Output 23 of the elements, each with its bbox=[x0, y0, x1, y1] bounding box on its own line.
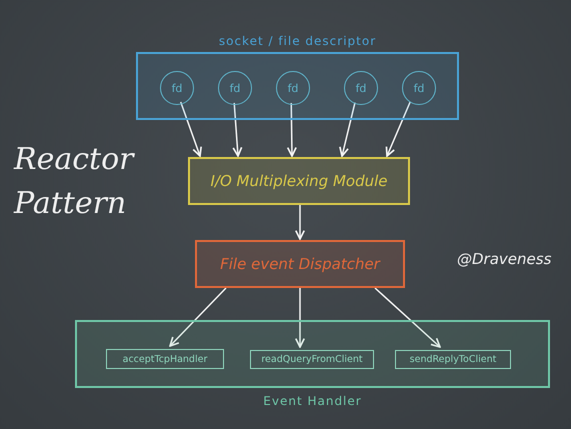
author-signature: @Draveness bbox=[457, 250, 552, 268]
arrow bbox=[232, 102, 242, 157]
handler-box: readQueryFromClient bbox=[250, 350, 374, 369]
arrow bbox=[294, 288, 306, 348]
arrow bbox=[374, 287, 441, 348]
fd-circle: fd bbox=[402, 71, 436, 105]
fd-circle: fd bbox=[160, 71, 194, 105]
arrow bbox=[286, 102, 297, 157]
group-title: Event Handler bbox=[262, 394, 363, 408]
handler-box: acceptTcpHandler bbox=[106, 349, 224, 369]
fd-circle: fd bbox=[344, 71, 378, 105]
handler-box: sendReplyToClient bbox=[395, 350, 511, 369]
group-title: socket / file descriptor bbox=[218, 34, 378, 48]
arrow bbox=[180, 102, 202, 157]
module-box: File event Dispatcher bbox=[195, 240, 405, 288]
arrow bbox=[169, 287, 227, 347]
arrow bbox=[339, 102, 356, 157]
arrow bbox=[294, 205, 306, 240]
diagram-title: Reactor Pattern bbox=[14, 141, 136, 222]
fd-circle: fd bbox=[276, 71, 310, 105]
arrow bbox=[386, 101, 411, 157]
module-box: I/O Multiplexing Module bbox=[188, 157, 410, 205]
fd-circle: fd bbox=[218, 71, 252, 105]
